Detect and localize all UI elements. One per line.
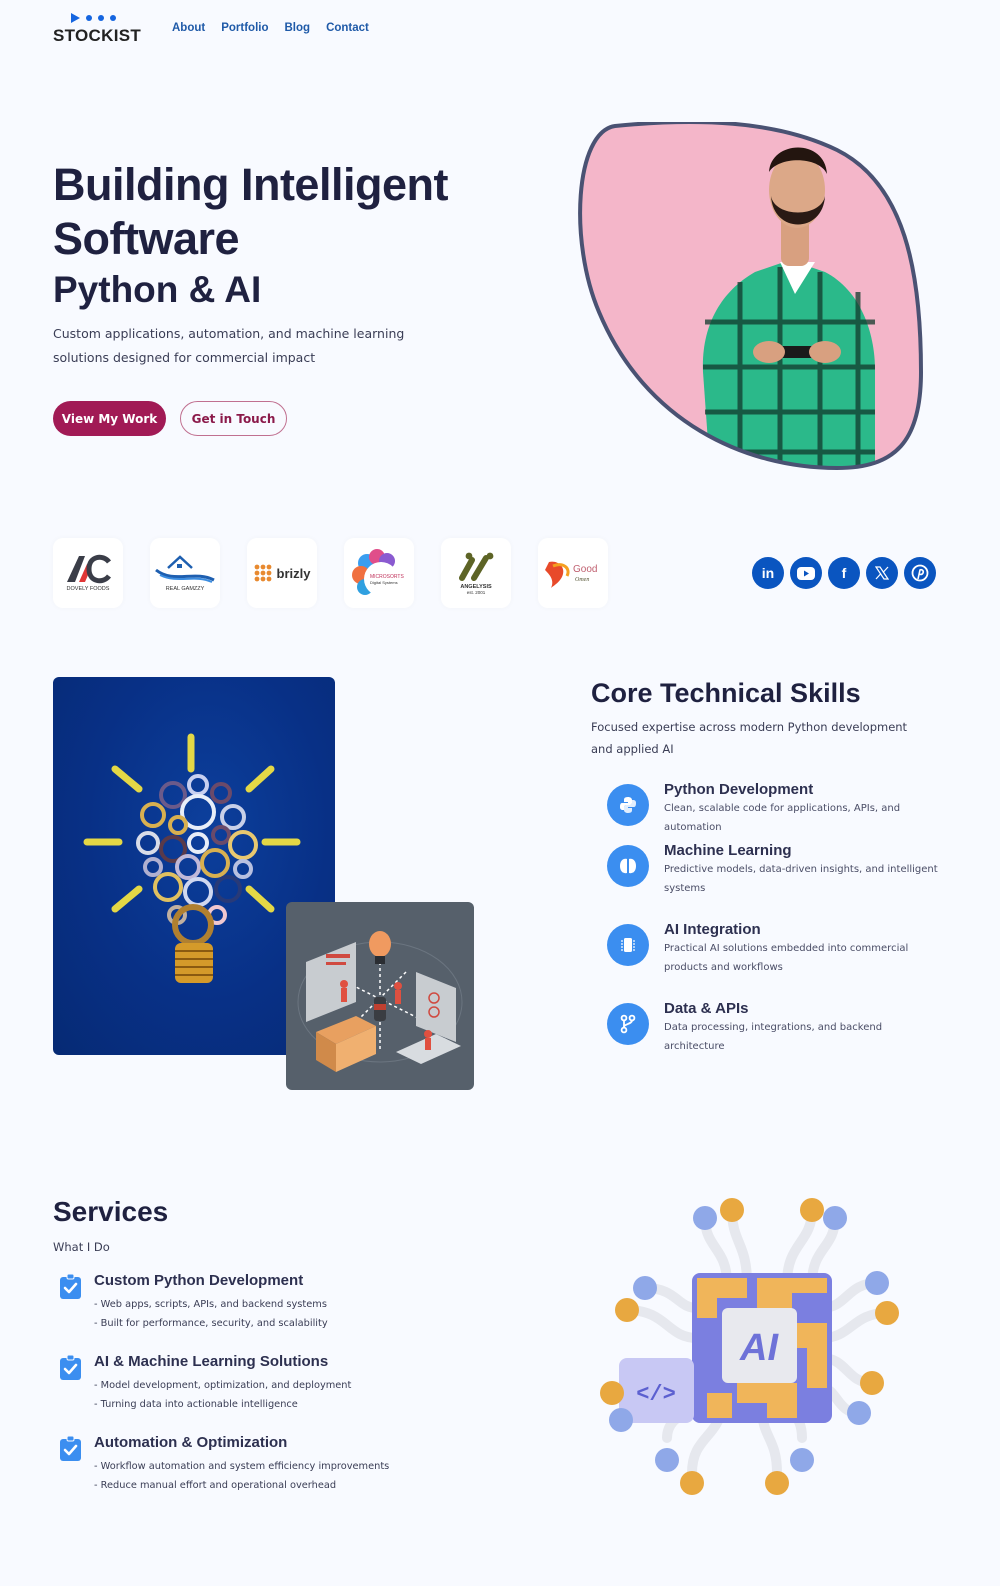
service-name: Custom Python Development [94, 1272, 304, 1289]
services-title: Services [53, 1196, 169, 1227]
hero-description: Custom applications, automation, and mac… [53, 326, 405, 365]
logo-mark-icon [71, 12, 143, 24]
dovely-foods-logo-icon [67, 554, 111, 584]
python-icon [607, 784, 649, 826]
skill-name: Machine Learning [664, 842, 792, 859]
microsorts-flower-icon: MICROSORTS Digital Systems [352, 549, 404, 596]
linkedin-icon[interactable]: in [752, 557, 784, 589]
x-twitter-icon[interactable] [866, 557, 898, 589]
skill-item-python: Python Development Clean, scalable code … [607, 781, 947, 837]
facebook-icon[interactable]: f [828, 557, 860, 589]
hero-portrait-image [578, 122, 923, 470]
lightbulb-gears-illustration [83, 733, 301, 983]
brand-name: STOCKIST [53, 26, 142, 45]
service-bullet: - Model development, optimization, and d… [94, 1380, 352, 1391]
social-links: in f [752, 557, 936, 589]
skill-description: Practical AI solutions embedded into com… [664, 943, 909, 973]
brand-logo-real-gamzzy: REAL GAMZZY [150, 538, 220, 608]
skills-description: Focused expertise across modern Python d… [591, 720, 908, 756]
brand-logo-microsorts: MICROSORTS Digital Systems [344, 538, 414, 608]
main-nav: About Portfolio Blog Contact [172, 22, 369, 34]
youtube-icon[interactable] [790, 557, 822, 589]
service-bullet: - Web apps, scripts, APIs, and backend s… [94, 1299, 327, 1310]
nav-about[interactable]: About [172, 22, 206, 34]
get-in-touch-button[interactable]: Get in Touch [180, 401, 287, 436]
brand-logo-good-omen: Good Omen [538, 538, 608, 608]
brand-name: REAL GAMZZY [165, 586, 205, 592]
skill-name: AI Integration [664, 921, 761, 938]
skill-name: Data & APIs [664, 1000, 749, 1017]
branch-icon [607, 1003, 649, 1045]
ai-chip-3d-illustration: AI </> [600, 1198, 899, 1495]
svg-text:Digital Systems: Digital Systems [370, 580, 398, 585]
skill-item-data-apis: Data & APIs Data processing, integration… [607, 1000, 947, 1056]
clipboard-check-icon [60, 1435, 81, 1461]
angelysis-slashes-icon [459, 552, 494, 581]
skills-title: Core Technical Skills [591, 678, 861, 708]
skill-description: Data processing, integrations, and backe… [664, 1022, 883, 1052]
real-gamzzy-logo-icon [155, 555, 215, 583]
nav-contact[interactable]: Contact [326, 22, 369, 34]
client-logos: DOVELY FOODS REAL GAMZZY brizly [53, 538, 608, 608]
brand-logo[interactable]: STOCKIST [53, 12, 143, 46]
skill-description: Clean, scalable code for applications, A… [664, 803, 901, 833]
brand-logo-brizly: brizly [247, 538, 317, 608]
good-omen-phoenix-icon: Good Omen [545, 561, 597, 588]
skill-item-ai-integration: AI Integration Practical AI solutions em… [607, 921, 947, 977]
svg-text:</>: </> [636, 1382, 676, 1407]
isometric-workflow-illustration [297, 931, 463, 1072]
brand-name: brizly [276, 565, 311, 581]
service-item-automation: Automation & Optimization - Workflow aut… [60, 1434, 420, 1495]
service-bullet: - Workflow automation and system efficie… [94, 1461, 390, 1472]
skill-description: Predictive models, data-driven insights,… [664, 864, 938, 894]
service-item-ai-ml: AI & Machine Learning Solutions - Model … [60, 1353, 420, 1414]
skill-name: Python Development [664, 781, 814, 798]
service-bullet: - Reduce manual effort and operational o… [94, 1480, 337, 1491]
service-item-python: Custom Python Development - Web apps, sc… [60, 1272, 420, 1333]
brand-name: DOVELY FOODS [66, 586, 110, 592]
brand-est: est. 2001 [466, 589, 486, 595]
hero-title-line1: Building Intelligent [53, 159, 448, 210]
brand-name: ANGELYSIS [460, 583, 492, 590]
isometric-workflow-image [286, 902, 474, 1090]
brizly-dots-icon [254, 564, 271, 582]
service-name: AI & Machine Learning Solutions [94, 1353, 329, 1370]
service-name: Automation & Optimization [94, 1434, 288, 1451]
skill-item-machine-learning: Machine Learning Predictive models, data… [607, 842, 947, 898]
nav-portfolio[interactable]: Portfolio [221, 22, 269, 34]
svg-text:AI: AI [739, 1327, 779, 1369]
brain-icon [607, 845, 649, 887]
view-my-work-button[interactable]: View My Work [53, 401, 166, 436]
chip-icon [607, 924, 649, 966]
brand-logo-angelysis: ANGELYSIS est. 2001 [441, 538, 511, 608]
clipboard-check-icon [60, 1273, 81, 1299]
pinterest-icon[interactable] [904, 557, 936, 589]
hero-title: Building Intelligent Software [53, 158, 448, 266]
hero-title-line2: Software [53, 213, 240, 264]
brand-logo-dovely-foods: DOVELY FOODS [53, 538, 123, 608]
svg-text:MICROSORTS: MICROSORTS [370, 574, 404, 580]
svg-text:Omen: Omen [575, 577, 589, 583]
hero-subtitle: Python & AI [53, 269, 262, 310]
clipboard-check-icon [60, 1354, 81, 1380]
svg-text:Good: Good [573, 564, 597, 575]
service-bullet: - Turning data into actionable intellige… [94, 1399, 298, 1410]
nav-blog[interactable]: Blog [284, 22, 311, 34]
service-bullet: - Built for performance, security, and s… [94, 1318, 328, 1329]
services-subtitle: What I Do [53, 1240, 110, 1254]
